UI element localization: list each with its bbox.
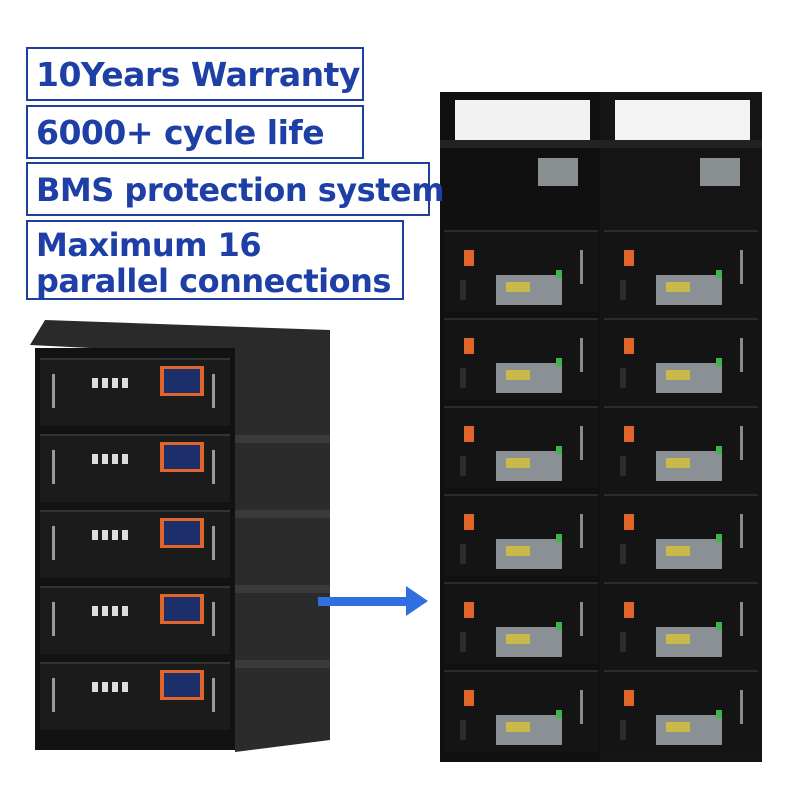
module-display (164, 521, 200, 545)
module-display (164, 673, 200, 697)
feature-cycle-life: 6000+ cycle life (26, 105, 364, 159)
module-display (164, 597, 200, 621)
feature-warranty: 10Years Warranty (26, 47, 364, 101)
rack-battery-cabinet (30, 320, 330, 752)
tall-battery-cabinets (440, 92, 762, 762)
feature-parallel: Maximum 16 parallel connections (26, 220, 404, 300)
arrow-right-icon (318, 586, 428, 616)
module-display (164, 445, 200, 469)
feature-bms: BMS protection system (26, 162, 445, 216)
module-display (164, 369, 200, 393)
